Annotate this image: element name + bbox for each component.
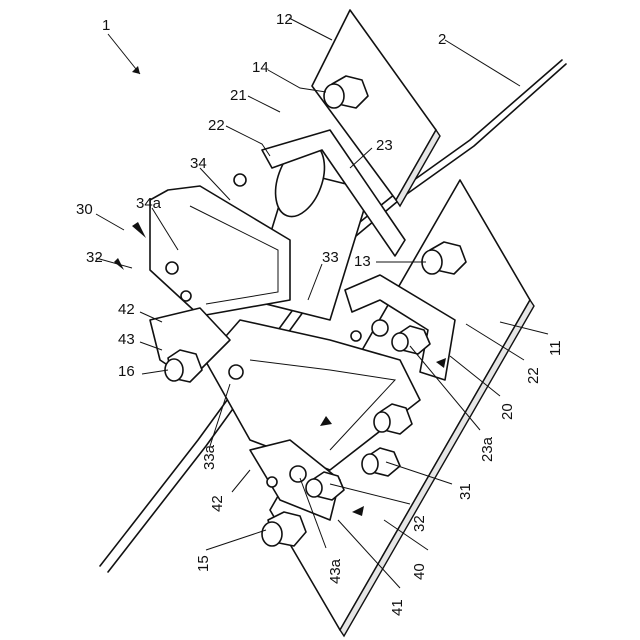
label-16: 16	[118, 363, 135, 380]
label-22-right: 22	[525, 367, 542, 384]
nut-15	[262, 512, 306, 546]
label-40: 40	[411, 563, 428, 580]
label-21: 21	[230, 87, 247, 104]
label-34: 34	[190, 155, 207, 172]
label-15: 15	[195, 555, 212, 572]
upper-channel	[150, 186, 290, 316]
label-23: 23	[376, 137, 393, 154]
label-14: 14	[252, 59, 269, 76]
label-11: 11	[547, 340, 564, 356]
label-32-lower: 32	[411, 515, 428, 532]
label-22-upper: 22	[208, 117, 225, 134]
label-32-upper: 32	[86, 249, 103, 266]
label-41: 41	[389, 599, 406, 616]
label-31: 31	[457, 483, 474, 500]
label-33: 33	[322, 249, 339, 266]
label-34a: 34a	[136, 195, 162, 212]
label-30: 30	[76, 201, 93, 218]
label-23a: 23a	[479, 436, 496, 462]
label-2: 2	[438, 31, 446, 48]
label-12: 12	[276, 11, 293, 28]
label-42-lower: 42	[209, 495, 226, 512]
label-42-upper: 42	[118, 301, 135, 318]
label-13: 13	[354, 253, 371, 270]
label-33a: 33a	[201, 444, 218, 470]
label-43: 43	[118, 331, 135, 348]
label-20: 20	[499, 403, 516, 420]
label-1: 1	[102, 17, 110, 34]
label-43a: 43a	[327, 558, 344, 584]
